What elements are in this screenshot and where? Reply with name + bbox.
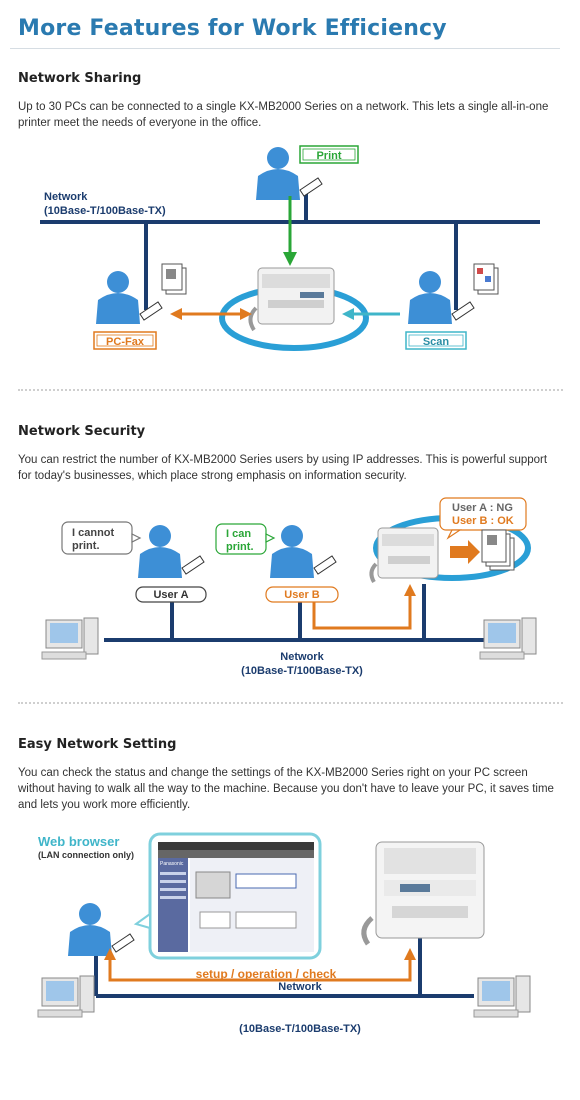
computer-icon-left xyxy=(41,617,99,660)
setup-flow-arrow xyxy=(108,958,412,982)
pcfax-badge: PC-Fax xyxy=(93,331,157,350)
person-icon-user-b xyxy=(270,525,337,578)
section-divider xyxy=(18,702,563,704)
easy-network-setting-diagram: Network (10Base-T/100Base-TX) Web browse… xyxy=(37,832,531,1035)
scan-label: Scan xyxy=(423,336,450,348)
document-stack-icon-output xyxy=(481,529,515,571)
section-title-easy-network-setting: Easy Network Setting xyxy=(18,737,177,752)
status-a-label: User A : NG xyxy=(452,502,513,514)
network-label-line2: (10Base-T/100Base-TX) xyxy=(241,665,363,677)
person-icon-web xyxy=(68,903,135,956)
network-label-line1: Network xyxy=(44,191,88,203)
network-label-line2: (10Base-T/100Base-TX) xyxy=(44,205,166,217)
setup-flow-label: setup / operation / check xyxy=(196,967,337,981)
user-a-badge: User A xyxy=(135,586,207,603)
page-title: More Features for Work Efficiency xyxy=(18,16,447,41)
bubble-a-line1: I cannot xyxy=(72,527,115,539)
section-text-network-sharing: Up to 30 PCs can be connected to a singl… xyxy=(18,101,549,129)
section-title-network-sharing: Network Sharing xyxy=(18,71,142,86)
document-stack-icon-left xyxy=(161,263,187,295)
pcfax-label: PC-Fax xyxy=(106,336,145,348)
title-divider xyxy=(10,48,560,49)
status-bubble: User A : NG User B : OK xyxy=(439,497,527,540)
scan-badge: Scan xyxy=(405,331,467,350)
computer-icon-left xyxy=(37,975,95,1018)
status-b-label: User B : OK xyxy=(452,515,514,527)
network-label-line1: Network xyxy=(278,981,322,993)
network-security-diagram: Network (10Base-T/100Base-TX) I cannot p… xyxy=(41,497,537,677)
speech-bubble-user-a: I cannot print. xyxy=(61,521,142,555)
print-badge: Print xyxy=(299,145,359,164)
speech-bubble-user-b: I can print. xyxy=(215,523,276,555)
user-b-badge: User B xyxy=(265,586,339,603)
bubble-a-line2: print. xyxy=(72,540,100,552)
person-icon-user-a xyxy=(138,525,205,578)
browser-screen-panel: Panasonic xyxy=(133,832,322,960)
screen-brand: Panasonic xyxy=(160,861,184,867)
section-divider xyxy=(18,389,563,391)
network-label-line2: (10Base-T/100Base-TX) xyxy=(239,1023,361,1035)
user-b-arrow xyxy=(312,594,412,630)
bubble-b-line1: I can xyxy=(226,528,251,540)
print-label: Print xyxy=(316,150,341,162)
document-stack-icon-right xyxy=(473,263,499,295)
person-icon-top xyxy=(256,147,323,200)
bubble-b-line2: print. xyxy=(226,541,254,553)
printer-icon-center xyxy=(248,267,335,332)
user-a-label: User A xyxy=(153,589,188,601)
section-text-network-security: You can restrict the number of KX-MB2000… xyxy=(18,454,548,482)
network-sharing-diagram: Network (10Base-T/100Base-TX) Print PC-F… xyxy=(40,145,540,351)
section-title-network-security: Network Security xyxy=(18,424,146,439)
section-text-easy-network-setting: You can check the status and change the … xyxy=(18,767,554,811)
printer-icon-security xyxy=(369,527,439,584)
web-browser-sublabel: (LAN connection only) xyxy=(38,850,134,860)
web-browser-label: Web browser xyxy=(38,834,119,849)
user-b-label: User B xyxy=(284,589,320,601)
computer-icon-right xyxy=(473,975,531,1018)
network-label-line1: Network xyxy=(280,651,324,663)
person-icon-right xyxy=(408,271,475,324)
printer-icon-large xyxy=(361,841,485,946)
computer-icon-right xyxy=(479,617,537,660)
person-icon-left xyxy=(96,271,163,324)
output-arrow-icon xyxy=(450,540,480,564)
